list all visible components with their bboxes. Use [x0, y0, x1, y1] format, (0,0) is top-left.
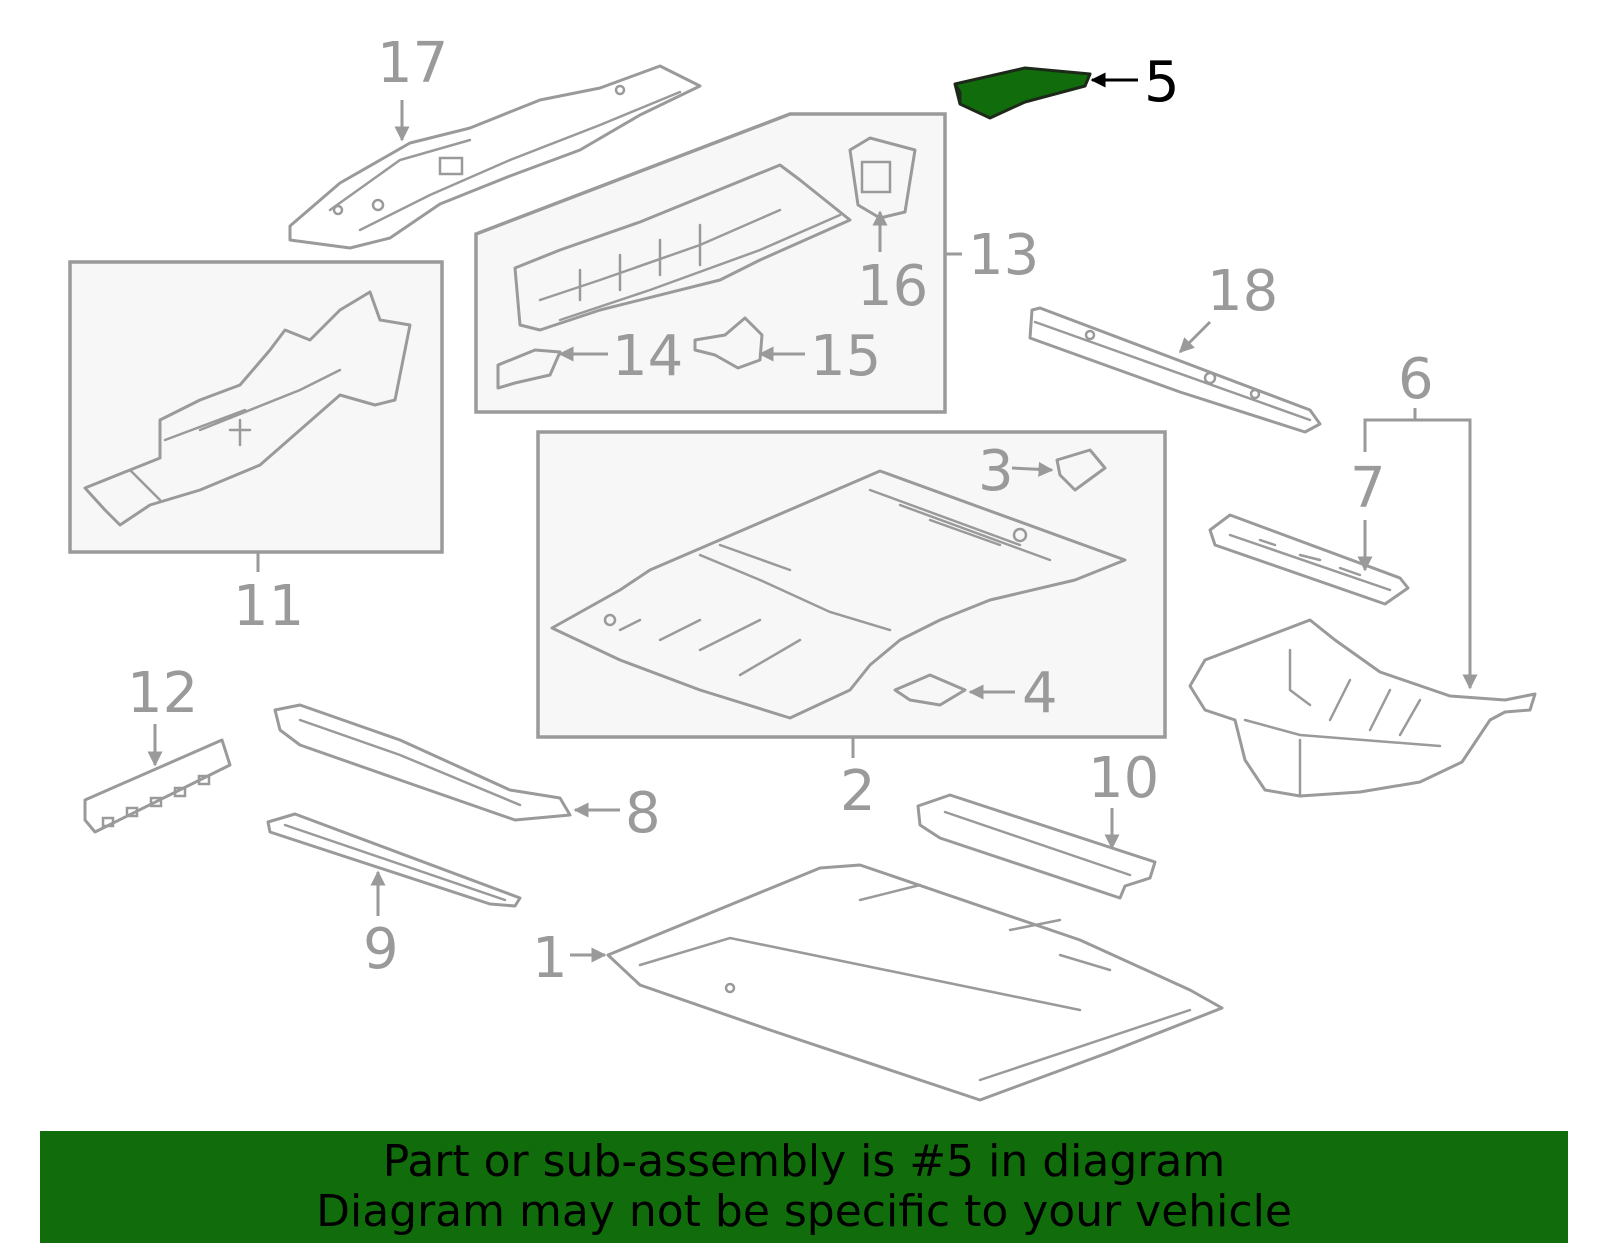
svg-text:13: 13	[968, 223, 1039, 288]
svg-text:7: 7	[1350, 456, 1386, 521]
callout-11: 11	[233, 552, 304, 639]
svg-text:14: 14	[612, 324, 683, 389]
svg-text:12: 12	[127, 661, 198, 726]
part-6[interactable]	[1188, 618, 1537, 798]
callout-9: 9	[363, 870, 399, 982]
callout-14: 14	[558, 324, 683, 389]
part-8[interactable]	[273, 703, 572, 822]
part-10[interactable]	[916, 793, 1157, 900]
svg-text:6: 6	[1398, 347, 1434, 412]
info-banner: Part or sub-assembly is #5 in diagram Di…	[40, 1131, 1568, 1243]
svg-text:2: 2	[840, 759, 876, 824]
callout-16: 16	[857, 210, 928, 319]
svg-text:11: 11	[233, 574, 304, 639]
svg-text:5: 5	[1144, 50, 1180, 115]
part-17[interactable]	[288, 64, 702, 250]
svg-text:3: 3	[978, 439, 1014, 504]
svg-text:16: 16	[857, 254, 928, 319]
callout-2: 2	[840, 737, 876, 824]
callout-10: 10	[1088, 746, 1159, 850]
callout-13: 13	[945, 223, 1039, 288]
callout-18: 18	[1178, 259, 1278, 354]
callout-5: 5	[1090, 50, 1180, 115]
callout-6: 6	[1363, 347, 1470, 688]
svg-text:8: 8	[625, 781, 661, 846]
part-2-box[interactable]	[536, 430, 1167, 739]
callout-4: 4	[968, 661, 1058, 726]
part-5-highlighted[interactable]	[953, 66, 1092, 120]
svg-text:4: 4	[1022, 661, 1058, 726]
svg-text:10: 10	[1088, 746, 1159, 811]
part-1[interactable]	[606, 863, 1224, 1102]
callout-12: 12	[127, 661, 198, 767]
svg-text:9: 9	[363, 917, 399, 982]
part-13-box[interactable]	[474, 112, 947, 414]
svg-text:1: 1	[532, 926, 568, 991]
part-12[interactable]	[83, 738, 232, 834]
callout-3: 3	[978, 439, 1054, 504]
part-11-box[interactable]	[68, 260, 444, 554]
svg-text:15: 15	[810, 324, 881, 389]
svg-text:17: 17	[377, 31, 448, 96]
part-9[interactable]	[266, 812, 522, 908]
callout-15: 15	[758, 324, 881, 389]
part-18[interactable]	[1028, 306, 1322, 434]
svg-text:18: 18	[1207, 259, 1278, 324]
callout-8: 8	[573, 781, 661, 846]
banner-line-1: Part or sub-assembly is #5 in diagram	[382, 1136, 1226, 1187]
part-7[interactable]	[1208, 513, 1410, 606]
callout-1: 1	[532, 926, 607, 991]
banner-line-2: Diagram may not be specific to your vehi…	[316, 1186, 1292, 1237]
callout-7: 7	[1350, 456, 1386, 572]
callout-17: 17	[377, 31, 448, 142]
